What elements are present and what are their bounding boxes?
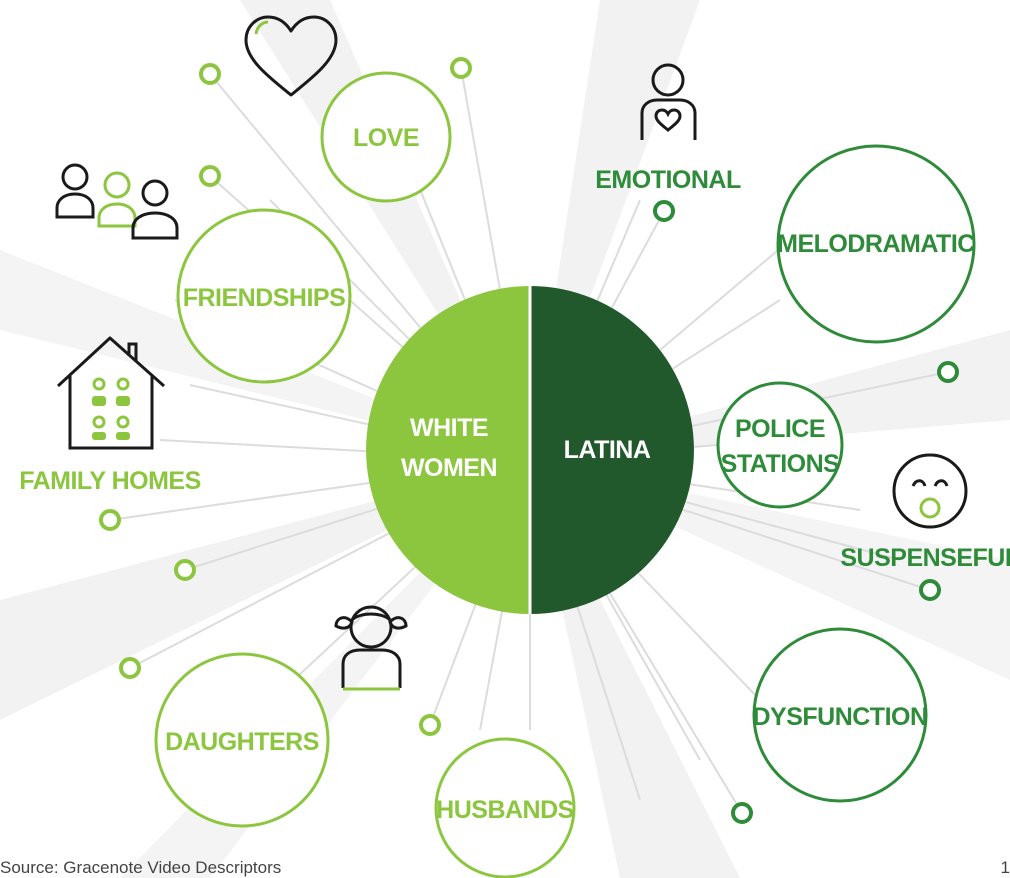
term-melodramatic: MELODRAMATIC xyxy=(777,230,975,258)
term-stations: STATIONS xyxy=(721,450,840,478)
friendships-circle xyxy=(176,208,352,384)
heart-icon xyxy=(244,15,338,97)
source-caption: Source: Gracenote Video Descriptors xyxy=(0,858,282,877)
melodramatic-circle xyxy=(776,144,976,344)
center-label-white: WHITE xyxy=(410,414,488,442)
term-love: LOVE xyxy=(353,124,419,152)
center-circle xyxy=(366,286,694,614)
term-friendships: FRIENDSHIPS xyxy=(183,284,346,312)
daughters-circle xyxy=(154,652,330,828)
page-number: 1 xyxy=(1000,858,1010,877)
house-family-icon xyxy=(56,336,165,450)
term-emotional: EMOTIONAL xyxy=(595,166,741,194)
term-husbands: HUSBANDS xyxy=(436,796,574,824)
dysfunction-circle xyxy=(752,627,928,803)
husbands-circle xyxy=(434,737,576,878)
center-label-women: WOMEN xyxy=(401,454,497,482)
police-stations-circle xyxy=(716,381,844,509)
girl-pigtails-icon xyxy=(334,605,408,691)
love-circle xyxy=(320,71,452,203)
small-dots xyxy=(99,57,959,824)
person-heart-icon xyxy=(640,63,697,140)
surprised-face-icon xyxy=(892,453,968,529)
people-group-icon xyxy=(55,163,179,240)
center-label-latina: LATINA xyxy=(564,436,651,464)
term-police: POLICE xyxy=(735,415,825,443)
term-family-homes: FAMILY HOMES xyxy=(19,467,201,495)
term-dysfunction: DYSFUNCTION xyxy=(752,703,927,731)
term-suspenseful: SUSPENSEFUL xyxy=(840,544,1010,572)
term-daughters: DAUGHTERS xyxy=(165,728,319,756)
